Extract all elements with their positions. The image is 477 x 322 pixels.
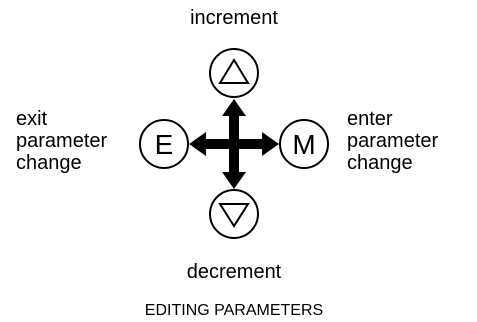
right-label-line-3: change: [347, 152, 413, 174]
left-label-line-3: change: [16, 152, 82, 174]
decrement-button[interactable]: [209, 189, 259, 239]
increment-label: increment: [190, 7, 278, 29]
enter-parameter-change-label: enter parameter change: [347, 108, 438, 174]
enter-button-letter: M: [292, 129, 315, 160]
exit-button[interactable]: E: [139, 119, 189, 169]
increment-button[interactable]: [209, 48, 259, 98]
exit-parameter-change-label: exit parameter change: [16, 108, 107, 174]
exit-button-letter: E: [155, 129, 174, 160]
right-label-line-1: enter: [347, 108, 393, 130]
decrement-label: decrement: [187, 261, 282, 283]
diagram-caption: EDITING PARAMETERS: [145, 302, 323, 319]
triangle-down-icon: [218, 203, 250, 228]
four-way-arrow-icon: [189, 99, 279, 189]
left-label-line-1: exit: [16, 108, 48, 130]
triangle-up-icon: [218, 58, 250, 84]
left-label-line-2: parameter: [16, 130, 107, 152]
right-label-line-2: parameter: [347, 130, 438, 152]
enter-button[interactable]: M: [279, 119, 329, 169]
